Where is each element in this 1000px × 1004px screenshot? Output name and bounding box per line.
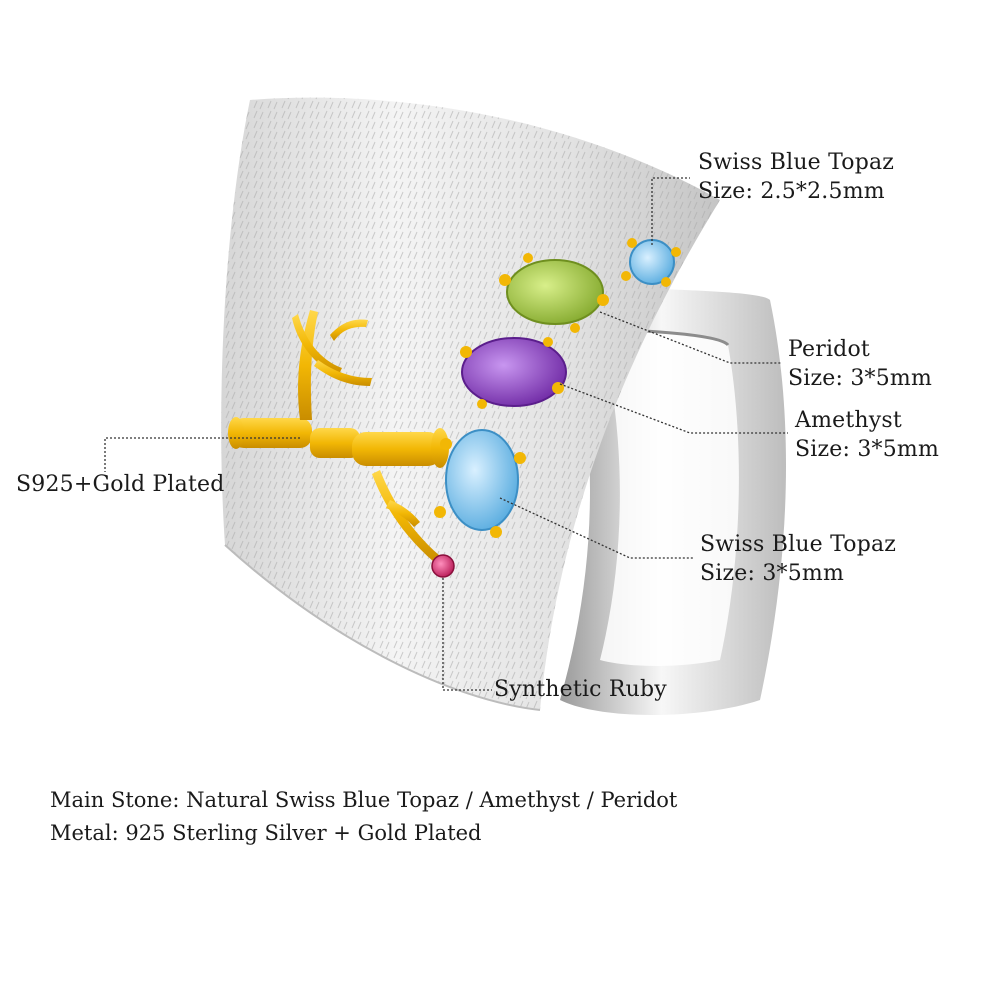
peridot-stone xyxy=(499,253,609,333)
callout-amethyst: Amethyst Size: 3*5mm xyxy=(795,406,939,464)
leader-metal xyxy=(104,437,300,472)
callout-name: Amethyst xyxy=(795,408,902,433)
callout-swiss-blue-topaz-large: Swiss Blue Topaz Size: 3*5mm xyxy=(700,530,896,588)
gold-bamboo xyxy=(228,310,449,562)
leader-ruby xyxy=(442,578,492,691)
ruby-stone xyxy=(431,554,455,578)
leader-small-topaz xyxy=(651,177,690,245)
callout-name: Swiss Blue Topaz xyxy=(700,532,897,557)
small-topaz-stone xyxy=(621,238,681,287)
callout-peridot: Peridot Size: 3*5mm xyxy=(788,335,932,393)
callout-name: S925+Gold Plated xyxy=(16,472,225,497)
spec-main-stone: Main Stone: Natural Swiss Blue Topaz / A… xyxy=(50,788,678,812)
large-topaz-stone xyxy=(434,429,526,538)
callout-size: Size: 3*5mm xyxy=(795,437,940,462)
leader-large-topaz xyxy=(499,497,694,559)
callout-size: Size: 3*5mm xyxy=(700,561,845,586)
callout-swiss-blue-topaz-small: Swiss Blue Topaz Size: 2.5*2.5mm xyxy=(698,148,894,206)
callout-size: Size: 3*5mm xyxy=(788,366,933,391)
leader-amethyst xyxy=(559,383,788,434)
callout-name: Peridot xyxy=(788,337,870,362)
callout-size: Size: 2.5*2.5mm xyxy=(698,179,885,204)
callout-name: Synthetic Ruby xyxy=(494,677,667,702)
callout-metal: S925+Gold Plated xyxy=(16,470,225,499)
callout-name: Swiss Blue Topaz xyxy=(698,150,895,175)
callout-synthetic-ruby: Synthetic Ruby xyxy=(494,675,667,704)
spec-metal: Metal: 925 Sterling Silver + Gold Plated xyxy=(50,821,482,845)
